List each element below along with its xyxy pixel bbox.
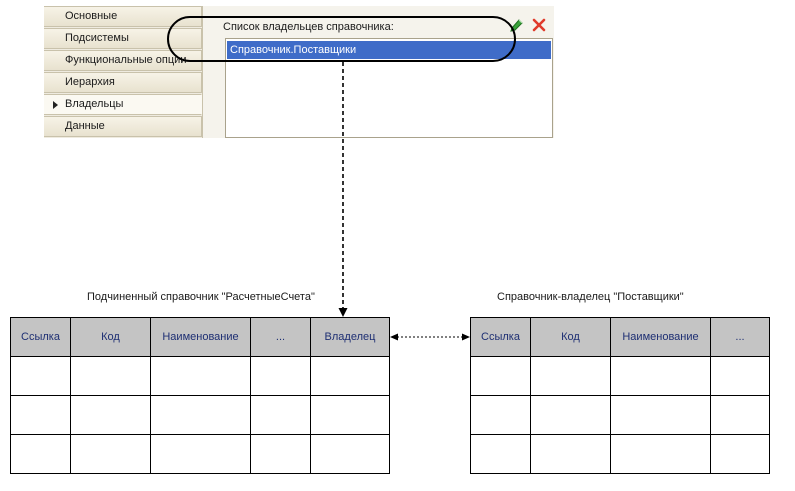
active-tab-arrow-icon: [53, 101, 58, 109]
owner-link-double-arrow: [390, 333, 470, 341]
tab-owners[interactable]: Владельцы: [44, 94, 202, 115]
subordinate-table: Ссылка Код Наименование ... Владелец: [10, 317, 390, 474]
owners-pane: Список владельцев справочника: Справочни…: [202, 6, 554, 138]
subordinate-caption: Подчиненный справочник "РасчетныеСчета": [87, 291, 315, 303]
tab-label: Функциональные опции: [65, 54, 187, 66]
owners-listbox[interactable]: Справочник.Поставщики: [225, 38, 553, 138]
column-ellipsis: ...: [250, 317, 311, 357]
tab-subsystems[interactable]: Подсистемы: [44, 28, 202, 49]
owner-table: Ссылка Код Наименование ...: [470, 317, 770, 474]
tab-label: Владельцы: [65, 98, 124, 110]
tab-hierarchy[interactable]: Иерархия: [44, 72, 202, 93]
table-row: [10, 395, 390, 435]
owners-list-label: Список владельцев справочника:: [223, 21, 394, 33]
tab-label: Подсистемы: [65, 32, 129, 44]
column-ellipsis: ...: [710, 317, 770, 357]
owner-caption: Справочник-владелец "Поставщики": [497, 291, 684, 303]
edit-owner-button[interactable]: [509, 17, 525, 33]
table-header-row: Ссылка Код Наименование ...: [470, 317, 770, 357]
tab-label: Основные: [65, 10, 118, 22]
table-row: [470, 356, 770, 396]
column-owner: Владелец: [310, 317, 390, 357]
column-name: Наименование: [150, 317, 251, 357]
table-row: [10, 356, 390, 396]
catalog-properties-window: Основные Подсистемы Функциональные опции…: [44, 6, 554, 138]
table-row: [470, 434, 770, 474]
tab-label: Данные: [65, 120, 105, 132]
tab-data[interactable]: Данные: [44, 116, 202, 137]
column-code: Код: [70, 317, 151, 357]
red-x-icon: [532, 18, 546, 32]
tab-label: Иерархия: [65, 76, 115, 88]
owners-list-item[interactable]: Справочник.Поставщики: [227, 41, 551, 59]
pencil-check-icon: [510, 19, 523, 32]
ellipse-to-owner-column-arrow: [338, 62, 348, 317]
table-header-row: Ссылка Код Наименование ... Владелец: [10, 317, 390, 357]
table-row: [10, 434, 390, 474]
column-code: Код: [530, 317, 611, 357]
column-ref: Ссылка: [10, 317, 71, 357]
delete-owner-button[interactable]: [531, 17, 547, 33]
property-tabs: Основные Подсистемы Функциональные опции…: [44, 6, 202, 138]
column-ref: Ссылка: [470, 317, 531, 357]
